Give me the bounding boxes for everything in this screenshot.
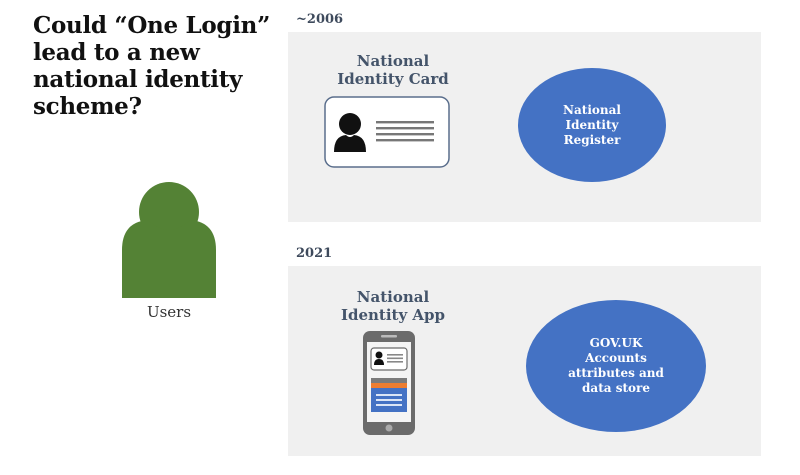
era-label-2006: ~2006 [296,12,344,27]
era-label-2021: 2021 [296,246,333,261]
national-identity-register: National Identity Register [518,68,666,182]
identity-app-label: National Identity App [340,288,446,324]
users-label: Users [146,303,192,321]
gov-uk-accounts-store: GOV.UK Accounts attributes and data stor… [526,300,706,432]
smartphone-icon [363,331,415,435]
slide-title: Could “One Login” lead to a new national… [33,12,271,120]
store-label: GOV.UK Accounts attributes and data stor… [568,336,664,395]
id-card-label: National Identity Card [337,52,449,88]
users-figure [118,180,220,302]
id-card-icon [324,96,450,168]
panel-2021: National Identity App GOV.UK Accounts at… [288,266,761,456]
user-icon [122,182,216,300]
panel-2006: National Identity Card National Identity… [288,32,761,222]
register-label: National Identity Register [563,102,621,147]
